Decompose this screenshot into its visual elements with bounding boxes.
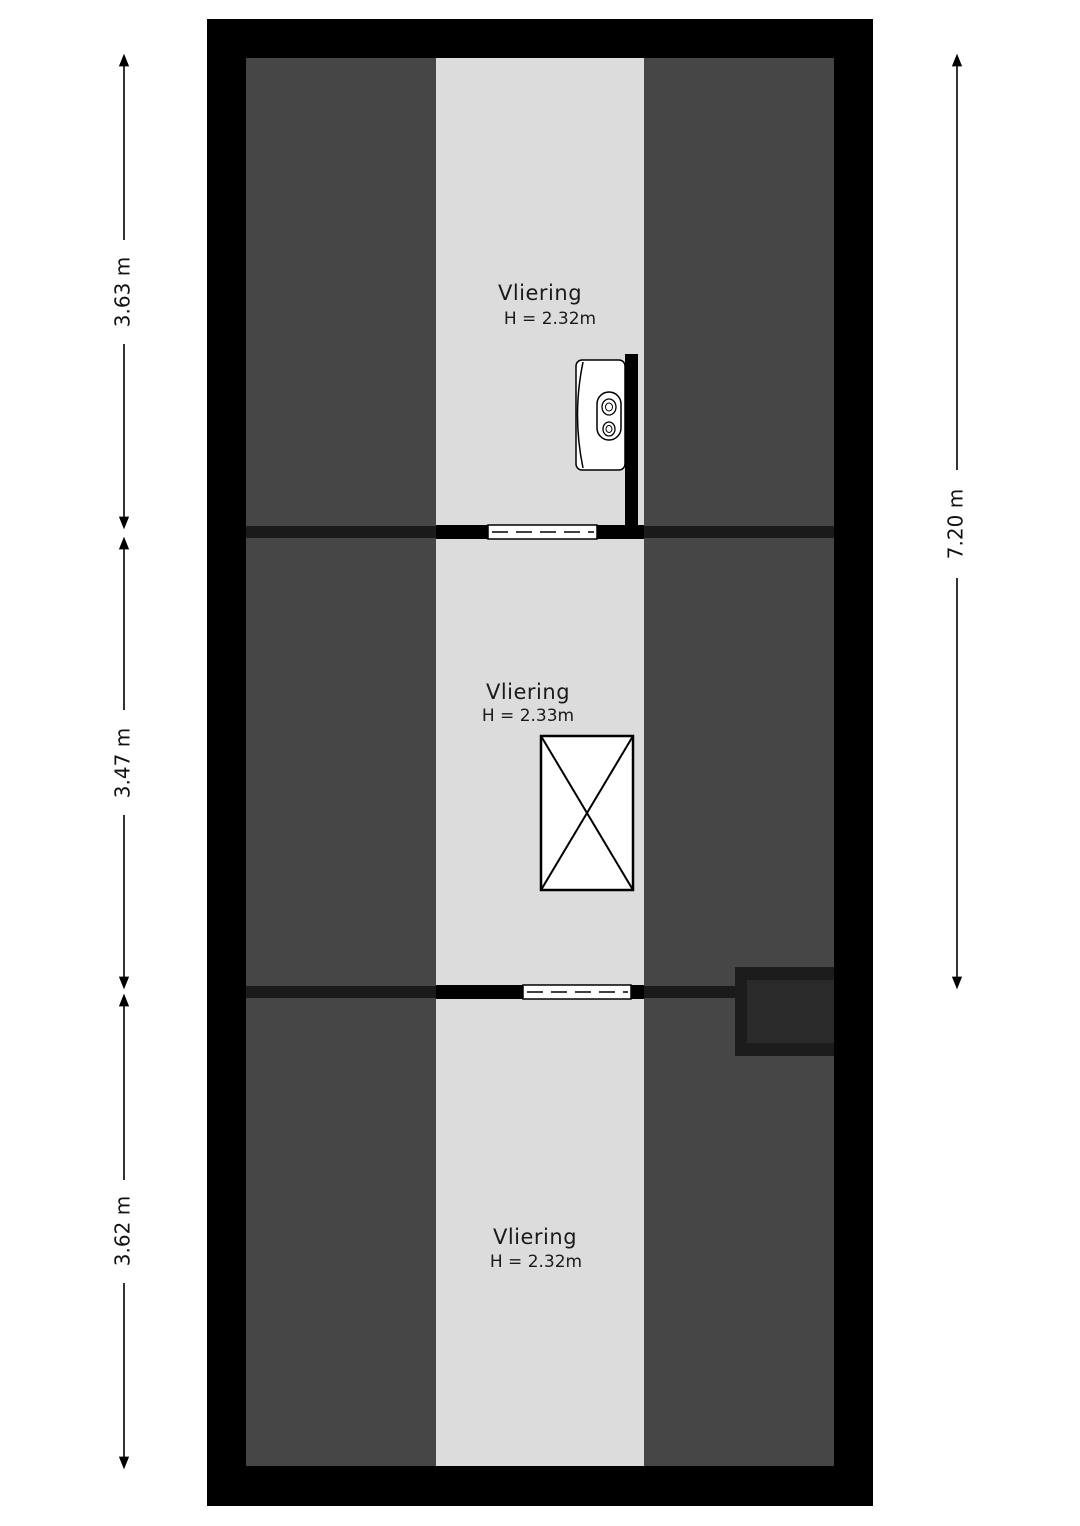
dimension-label: 7.20 m bbox=[944, 489, 968, 559]
room-name: Vliering bbox=[493, 1225, 577, 1249]
roof-hatch-icon bbox=[539, 734, 635, 892]
dimension-left-top: 3.63 m bbox=[111, 53, 135, 530]
dimension-left-bottom: 3.62 m bbox=[111, 993, 135, 1470]
door-top bbox=[487, 524, 598, 540]
chimney-icon bbox=[735, 967, 834, 1056]
dimension-label: 3.62 m bbox=[111, 1196, 135, 1266]
room-name: Vliering bbox=[498, 281, 582, 305]
room-height: H = 2.32m bbox=[490, 1252, 582, 1272]
room-label-bottom: Vliering H = 2.32m bbox=[490, 1225, 582, 1272]
room-height: H = 2.32m bbox=[504, 309, 596, 329]
dimension-label: 3.47 m bbox=[111, 728, 135, 798]
interior-wall-bottom bbox=[246, 984, 736, 1000]
dimension-left-middle: 3.47 m bbox=[111, 536, 135, 990]
low-ceiling-zone-left bbox=[246, 58, 436, 1466]
low-ceiling-zone-right bbox=[644, 58, 834, 1466]
door-bottom bbox=[522, 984, 632, 1000]
interior-wall-top bbox=[246, 354, 834, 540]
room-label-middle: Vliering H = 2.33m bbox=[482, 680, 574, 726]
central-heating-boiler-icon bbox=[575, 359, 626, 471]
room-name: Vliering bbox=[486, 680, 570, 704]
room-label-top: Vliering H = 2.32m bbox=[498, 281, 596, 329]
room-height: H = 2.33m bbox=[482, 706, 574, 726]
dimension-label: 3.63 m bbox=[111, 257, 135, 327]
dimension-right-total: 7.20 m bbox=[944, 53, 968, 990]
